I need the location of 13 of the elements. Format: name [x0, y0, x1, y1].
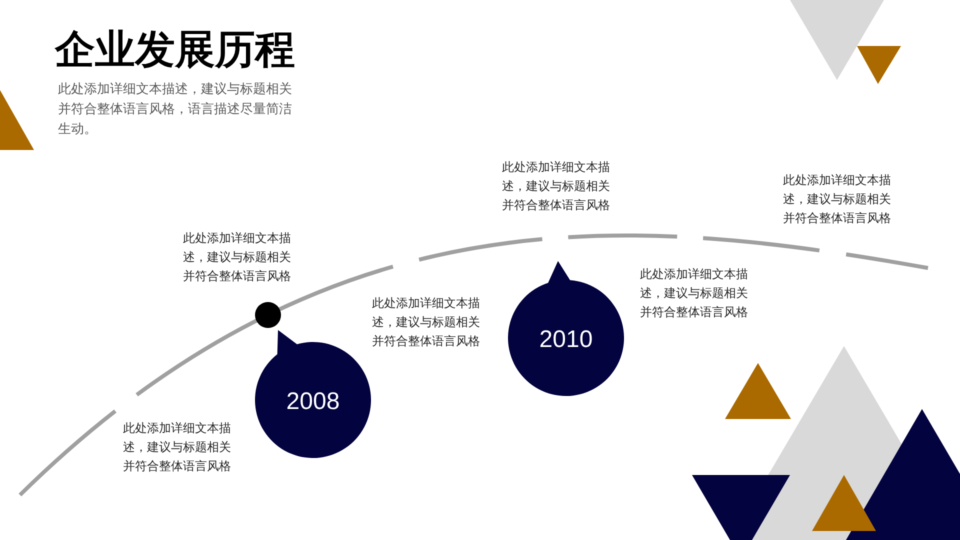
- description-text: 此处添加详细文本描述，建议与标题相关并符合整体语言风格: [502, 159, 611, 214]
- year-label: 2008: [286, 390, 340, 414]
- subtitle-text: 此处添加详细文本描述，建议与标题相关并符合整体语言风格，语言描述尽量简洁生动。: [58, 81, 293, 139]
- description-text: 此处添加详细文本描述，建议与标题相关并符合整体语言风格: [640, 266, 749, 321]
- speech-bubble: [255, 330, 371, 458]
- slide-title: 企业发展历程: [55, 26, 295, 74]
- description-text: 此处添加详细文本描述，建议与标题相关并符合整体语言风格: [123, 420, 232, 475]
- year-label: 2010: [539, 328, 593, 352]
- description-text: 此处添加详细文本描述，建议与标题相关并符合整体语言风格: [372, 295, 481, 350]
- description-text: 此处添加详细文本描述，建议与标题相关并符合整体语言风格: [183, 230, 292, 285]
- milestone-dot: [255, 302, 281, 328]
- speech-bubble: [508, 261, 624, 396]
- description-text: 此处添加详细文本描述，建议与标题相关并符合整体语言风格: [783, 172, 892, 227]
